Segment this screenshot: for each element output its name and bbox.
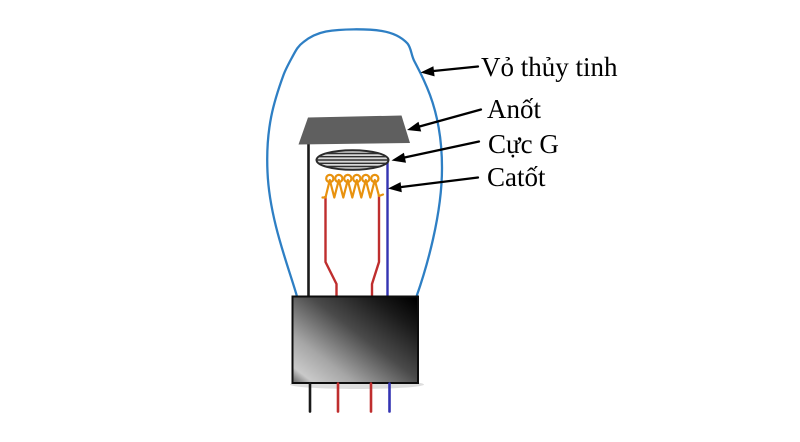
label-arrow-glass — [420, 65, 480, 77]
base-pins — [308, 382, 391, 413]
label-glass-envelope: Vỏ thủy tinh — [481, 52, 618, 82]
label-arrow-anode — [407, 108, 483, 132]
label-arrows — [388, 65, 483, 193]
label-anode: Anốt — [487, 94, 541, 124]
tube-base — [291, 295, 419, 384]
grid-stripes — [316, 152, 389, 168]
label-arrow-cathode — [388, 176, 480, 193]
cathode-heater-coil — [321, 173, 385, 199]
label-arrow-grid — [391, 140, 481, 163]
heater-lead-wires-red — [324, 195, 381, 297]
anode-plate — [298, 115, 410, 145]
label-cathode: Catốt — [487, 162, 546, 192]
grid-electrode — [315, 149, 390, 171]
glass-envelope-outline — [266, 28, 444, 298]
label-grid: Cực G — [488, 129, 559, 159]
